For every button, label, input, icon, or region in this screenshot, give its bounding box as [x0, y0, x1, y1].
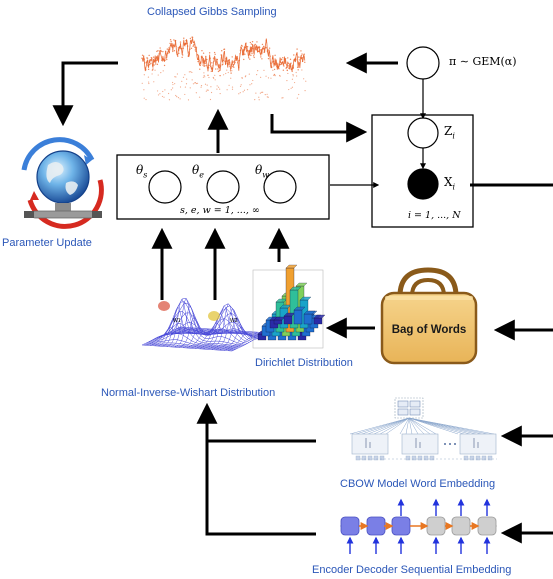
niw-surface-plot: W1 W2: [141, 297, 271, 352]
arrow-gibbs-to-update: [52, 61, 118, 127]
bag-of-words-text: Bag of Words: [391, 324, 467, 336]
theta-w-subscript: w: [262, 170, 270, 180]
theta-e-symbol: θ: [192, 163, 200, 177]
theta-range-label: s, e, w = 1, ..., ∞: [180, 205, 260, 216]
gibbs-trace-plot: [141, 36, 307, 101]
x-subscript: i: [452, 182, 456, 192]
encoder-label: Encoder Decoder Sequential Embedding: [312, 564, 512, 576]
theta-e-subscript: e: [199, 170, 204, 180]
pi-node: [406, 46, 440, 80]
theta-s-subscript: s: [143, 170, 148, 180]
gibbs-label: Collapsed Gibbs Sampling: [147, 6, 277, 18]
pi-prior-label: π ∼ GEM(α): [449, 55, 517, 68]
z-symbol: Z: [444, 124, 453, 138]
arrow-gibbs-to-plate: [270, 114, 368, 143]
theta-w-label: θw: [255, 163, 269, 179]
plate-box: [371, 114, 474, 228]
connectors: [52, 52, 553, 544]
x-symbol: X: [444, 175, 453, 189]
niw-label: Normal-Inverse-Wishart Distribution: [101, 387, 276, 399]
cbow-network-diagram: [349, 397, 497, 461]
x-node: [407, 168, 439, 200]
theta-w-node: [263, 170, 297, 204]
plate-range-label: i = 1, ..., N: [408, 210, 461, 221]
theta-s-node: [148, 170, 182, 204]
arrow-cbow-to-niw: [196, 402, 316, 443]
line-encoder-to-niw: [205, 441, 316, 536]
z-node: [407, 117, 439, 149]
z-label: Zi: [444, 124, 455, 140]
parameter-update-label: Parameter Update: [2, 237, 92, 249]
theta-box: [116, 154, 330, 220]
dirichlet-bar-plot: [252, 264, 326, 349]
x-label: Xi: [444, 175, 455, 191]
theta-w-symbol: θ: [255, 163, 263, 177]
theta-s-symbol: θ: [136, 163, 144, 177]
theta-e-node: [206, 170, 240, 204]
globe-update-icon: [21, 137, 104, 229]
theta-s-label: θs: [136, 163, 147, 179]
dirichlet-label: Dirichlet Distribution: [255, 357, 353, 369]
svg-text:W1: W1: [173, 318, 181, 324]
svg-text:W2: W2: [230, 318, 238, 324]
theta-e-label: θe: [192, 163, 204, 179]
encoder-decoder-diagram: [340, 498, 497, 554]
cbow-label: CBOW Model Word Embedding: [340, 478, 496, 490]
z-subscript: i: [452, 131, 455, 141]
bag-of-words-icon: [380, 267, 478, 365]
